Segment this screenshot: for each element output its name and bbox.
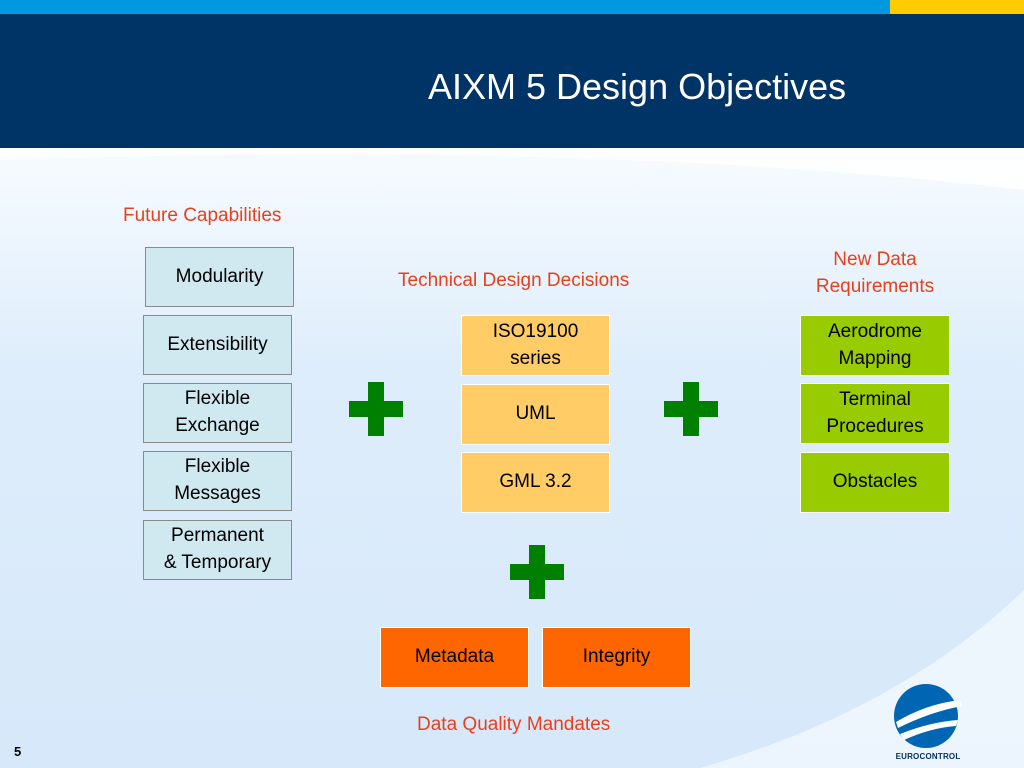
capability-flexible-exchange: Flexible Exchange bbox=[143, 383, 292, 443]
plus-icon bbox=[510, 545, 564, 599]
new-data-requirements-label: New Data Requirements bbox=[815, 249, 935, 297]
tech-gml-3-2: GML 3.2 bbox=[461, 452, 610, 513]
requirement-aerodrome-mapping: Aerodrome Mapping bbox=[800, 315, 950, 376]
capability-permanent-temporary: Permanent & Temporary bbox=[143, 520, 292, 580]
capability-modularity: Modularity bbox=[145, 247, 294, 307]
quality-integrity: Integrity bbox=[542, 627, 691, 688]
title-banner: AIXM 5 Design Objectives bbox=[0, 14, 1024, 148]
capability-extensibility: Extensibility bbox=[143, 315, 292, 375]
future-capabilities-label: Future Capabilities bbox=[123, 205, 282, 226]
top-accent-bar-blue bbox=[0, 0, 890, 14]
eurocontrol-logo bbox=[894, 684, 962, 748]
quality-metadata: Metadata bbox=[380, 627, 529, 688]
page-number: 5 bbox=[14, 744, 22, 759]
tech-uml: UML bbox=[461, 384, 610, 445]
logo-wordmark: EUROCONTROL bbox=[895, 752, 961, 761]
plus-icon bbox=[349, 382, 403, 436]
data-quality-mandates-label: Data Quality Mandates bbox=[417, 714, 611, 735]
requirement-terminal-procedures: Terminal Procedures bbox=[800, 383, 950, 444]
requirement-obstacles: Obstacles bbox=[800, 452, 950, 513]
technical-design-decisions-label: Technical Design Decisions bbox=[398, 270, 630, 291]
slide-title: AIXM 5 Design Objectives bbox=[428, 66, 847, 107]
capability-flexible-messages: Flexible Messages bbox=[143, 451, 292, 511]
top-accent-bar-yellow bbox=[890, 0, 1024, 14]
plus-icon bbox=[664, 382, 718, 436]
tech-iso19100-series: ISO19100 series bbox=[461, 315, 610, 376]
